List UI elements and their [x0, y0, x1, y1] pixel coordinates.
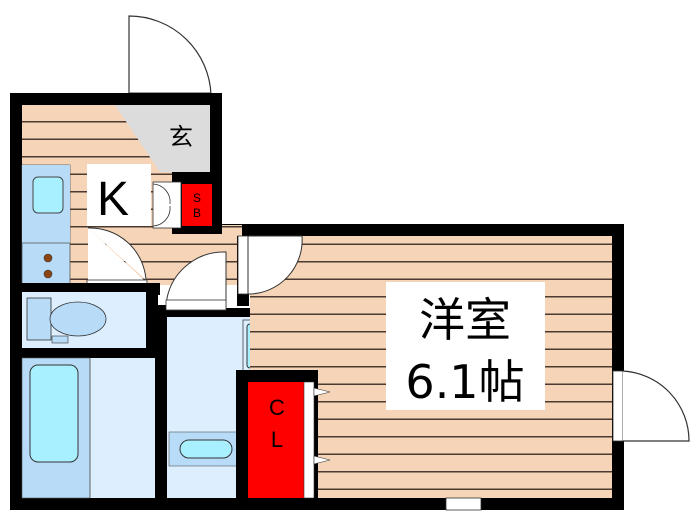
burner-icon	[43, 253, 53, 263]
closet-label-c: C	[269, 395, 285, 420]
balcony-door	[612, 370, 690, 442]
washroom-door	[165, 251, 227, 311]
bottom-window	[445, 497, 482, 511]
toilet-bowl-icon	[49, 301, 107, 337]
bathtub-icon	[29, 364, 79, 463]
western-room-label-bg	[386, 282, 545, 410]
toilet-room	[10, 283, 160, 353]
shoe-box-doors	[152, 181, 182, 229]
burner-icon	[43, 269, 53, 279]
closet-label-l: L	[271, 427, 283, 452]
entrance-door	[128, 15, 212, 104]
entrance-floor	[115, 105, 210, 172]
washbasin-icon	[179, 439, 233, 459]
bathroom	[10, 348, 170, 508]
sink-icon	[32, 176, 64, 214]
closet	[236, 370, 331, 510]
shoe-box-label-b: B	[193, 206, 201, 220]
kitchen-counter	[21, 164, 71, 286]
kitchen-label-bg	[87, 164, 151, 226]
entrance-label: 玄	[169, 123, 193, 151]
western-room-label: 洋室	[419, 293, 511, 347]
toilet-tank-icon	[26, 297, 52, 341]
shoe-box-label-s: S	[193, 191, 201, 205]
western-room-door	[237, 235, 303, 295]
shoe-box	[182, 184, 212, 226]
western-room-size: 6.1帖	[405, 355, 524, 409]
kitchen-label: K	[97, 173, 129, 226]
